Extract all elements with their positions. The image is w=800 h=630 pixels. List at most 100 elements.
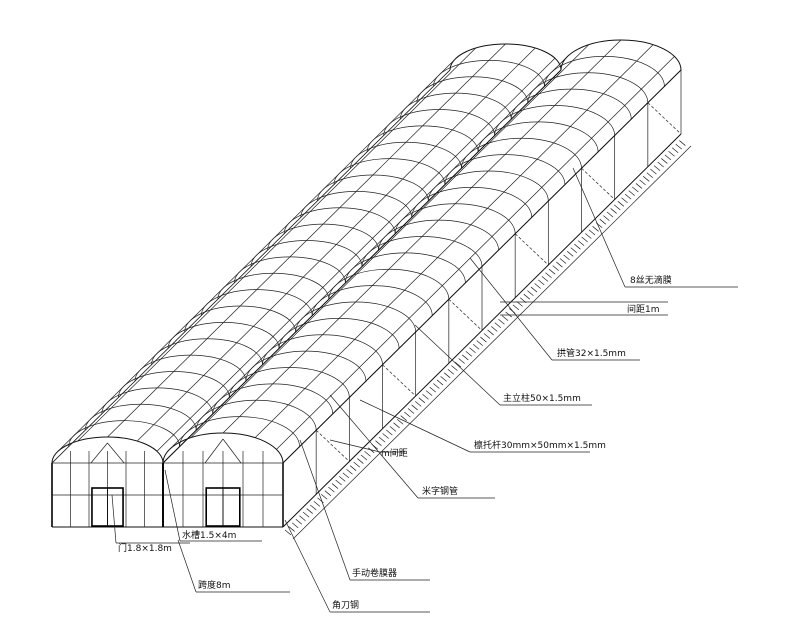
arch-rib — [510, 88, 632, 120]
ground-edge — [292, 145, 692, 540]
ground-hatch — [469, 347, 476, 354]
ground-hatch — [566, 251, 574, 257]
ground-hatch — [563, 254, 570, 261]
arch-rib — [228, 367, 350, 398]
arch-rib — [179, 416, 300, 447]
ground-hatch — [538, 279, 545, 286]
ground-hatch — [349, 465, 357, 471]
roof-purlin — [254, 44, 654, 438]
ground-hatch — [451, 365, 458, 371]
ground-hatch — [396, 418, 404, 425]
ground-hatch — [378, 436, 386, 443]
ground-hatch — [671, 147, 679, 153]
ground-hatch — [577, 240, 585, 246]
ground-hatch — [422, 393, 429, 400]
label-spacing: 间距1m — [627, 303, 660, 315]
ground-hatch — [411, 404, 418, 411]
labels: 8丝无滴膜 间距1m 拱管32×1.5mm 主立柱50×1.5mm 檩托杆30m… — [118, 274, 672, 611]
ground-hatch — [527, 290, 534, 296]
ground-hatch — [610, 208, 617, 214]
ground-hatch — [443, 372, 451, 379]
arch-rib — [494, 105, 616, 136]
label-purlin: 檩托杆30mm×50mm×1.5mm — [474, 439, 606, 451]
roof-purlin — [136, 47, 536, 442]
side-brace — [514, 233, 549, 266]
roof-purlin — [276, 56, 675, 450]
ground-hatch — [501, 315, 509, 321]
side-eave — [282, 69, 682, 464]
ground-hatch — [548, 268, 556, 275]
label-gutter-cross: 米字钢管 — [422, 485, 458, 497]
label-corner-brace: 角刀钢 — [332, 599, 359, 611]
ground-hatch — [476, 340, 483, 346]
ground-hatch — [339, 476, 346, 482]
arch-rib — [461, 137, 582, 169]
ground-hatch — [491, 326, 498, 332]
ground-hatch — [472, 343, 480, 350]
label-spacing-inner: m间距 — [381, 447, 408, 459]
ground-hatch — [679, 140, 686, 146]
ground-hatch — [382, 433, 389, 439]
ground-hatch — [346, 468, 353, 475]
ground-hatch — [635, 183, 643, 189]
ground-hatch — [454, 361, 462, 368]
ground-hatch — [353, 461, 360, 468]
label-hand-roller: 手动卷膜器 — [352, 567, 397, 579]
ground-hatch — [284, 529, 292, 536]
roof-purlin — [57, 57, 457, 452]
gable-brace — [204, 438, 224, 464]
ground-hatch — [292, 522, 299, 529]
ground-hatch — [574, 243, 581, 250]
ground-hatch — [512, 304, 520, 311]
ground-hatch — [646, 172, 654, 178]
gable-brace — [107, 442, 125, 464]
left-eave — [51, 69, 451, 464]
ground-hatch — [331, 483, 339, 489]
ground-hatch — [523, 293, 531, 300]
ground-hatch — [585, 233, 592, 239]
ground-hatch — [480, 336, 487, 343]
ground-hatch — [306, 508, 313, 514]
label-span: 跨度8m — [198, 579, 231, 591]
gable-brace — [222, 438, 242, 464]
arch-rib — [195, 399, 317, 431]
ground-hatch — [632, 186, 639, 193]
side-brace — [315, 429, 350, 462]
ground-hatch — [494, 322, 502, 329]
ground-hatch — [675, 143, 682, 150]
ground-hatch — [324, 490, 332, 496]
ground-hatch — [310, 504, 317, 511]
ground-hatch — [639, 179, 646, 186]
arch-rib — [345, 252, 466, 283]
ground-hatch — [606, 211, 614, 218]
ground-hatch — [559, 258, 567, 264]
ground-hatch — [342, 472, 350, 479]
arch-rib — [560, 39, 682, 71]
ground-hatch — [299, 515, 306, 521]
ground-hatch — [425, 390, 433, 396]
arch-rib — [477, 121, 599, 152]
ground-hatch — [429, 386, 436, 393]
ground-hatch — [288, 526, 295, 532]
ground-hatch — [603, 215, 610, 221]
leader-lines — [111, 167, 738, 613]
label-main-column: 主立柱50×1.5mm — [503, 392, 581, 404]
roof-purlin — [190, 44, 590, 438]
ground-hatch — [653, 165, 661, 171]
arch-rib — [328, 268, 450, 300]
ground-hatch — [592, 226, 599, 232]
label-water-trough: 水槽1.5×4m — [182, 529, 236, 541]
ground-hatch — [407, 408, 415, 414]
arch-rib — [361, 236, 483, 267]
ground-hatch — [386, 429, 393, 436]
ground-hatch — [328, 486, 335, 493]
ground-hatch — [295, 519, 303, 525]
arch-rib — [544, 56, 665, 87]
ground-hatch — [534, 283, 541, 289]
ground-hatch — [541, 276, 549, 282]
ground-hatch — [447, 368, 455, 375]
arch-rib — [427, 170, 549, 202]
ground-hatch — [483, 333, 491, 339]
ground-hatch — [581, 236, 588, 243]
roof-purlin — [107, 43, 506, 438]
